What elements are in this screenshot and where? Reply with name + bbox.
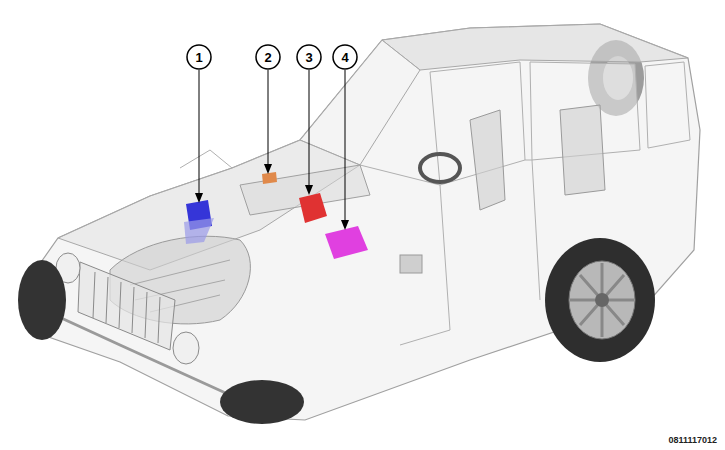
- component-2: [262, 172, 277, 184]
- rear-window: [645, 62, 690, 148]
- front-left-tire: [18, 260, 66, 340]
- mirror: [180, 150, 232, 168]
- rear-right-tire: [545, 238, 655, 362]
- arrowhead: [264, 164, 272, 174]
- hub: [595, 293, 609, 307]
- rim-spoke: [570, 263, 634, 337]
- callout-number: 2: [264, 51, 271, 64]
- figure-code: 0811117012: [668, 436, 717, 445]
- grille-slot: [93, 272, 160, 343]
- seat: [470, 110, 505, 210]
- callout-circle: [187, 45, 211, 69]
- leader-line: [309, 70, 310, 188]
- steering-wheel: [420, 154, 460, 182]
- door-line: [525, 160, 540, 300]
- leader-line: [199, 70, 200, 196]
- callout-circle: [333, 45, 357, 69]
- callout-number: 4: [341, 51, 348, 64]
- front-right-tire: [220, 380, 304, 424]
- component-1-shadow: [184, 218, 214, 244]
- arrowhead: [195, 193, 203, 203]
- component-4: [325, 226, 368, 259]
- leader-line: [345, 70, 346, 223]
- leader-line: [268, 70, 269, 167]
- headlight: [173, 332, 199, 364]
- callout-number: 3: [305, 51, 312, 64]
- rear-rim: [569, 261, 635, 339]
- component-3: [299, 193, 327, 223]
- callout-circle: [256, 45, 280, 69]
- door-line: [360, 165, 450, 345]
- grille: [78, 262, 175, 350]
- mirror: [400, 255, 422, 273]
- vehicle-body: [20, 24, 700, 420]
- callout-circle: [297, 45, 321, 69]
- seat: [560, 105, 605, 195]
- arrowhead: [305, 185, 313, 195]
- arrowhead: [341, 220, 349, 230]
- callout-number: 1: [195, 51, 202, 64]
